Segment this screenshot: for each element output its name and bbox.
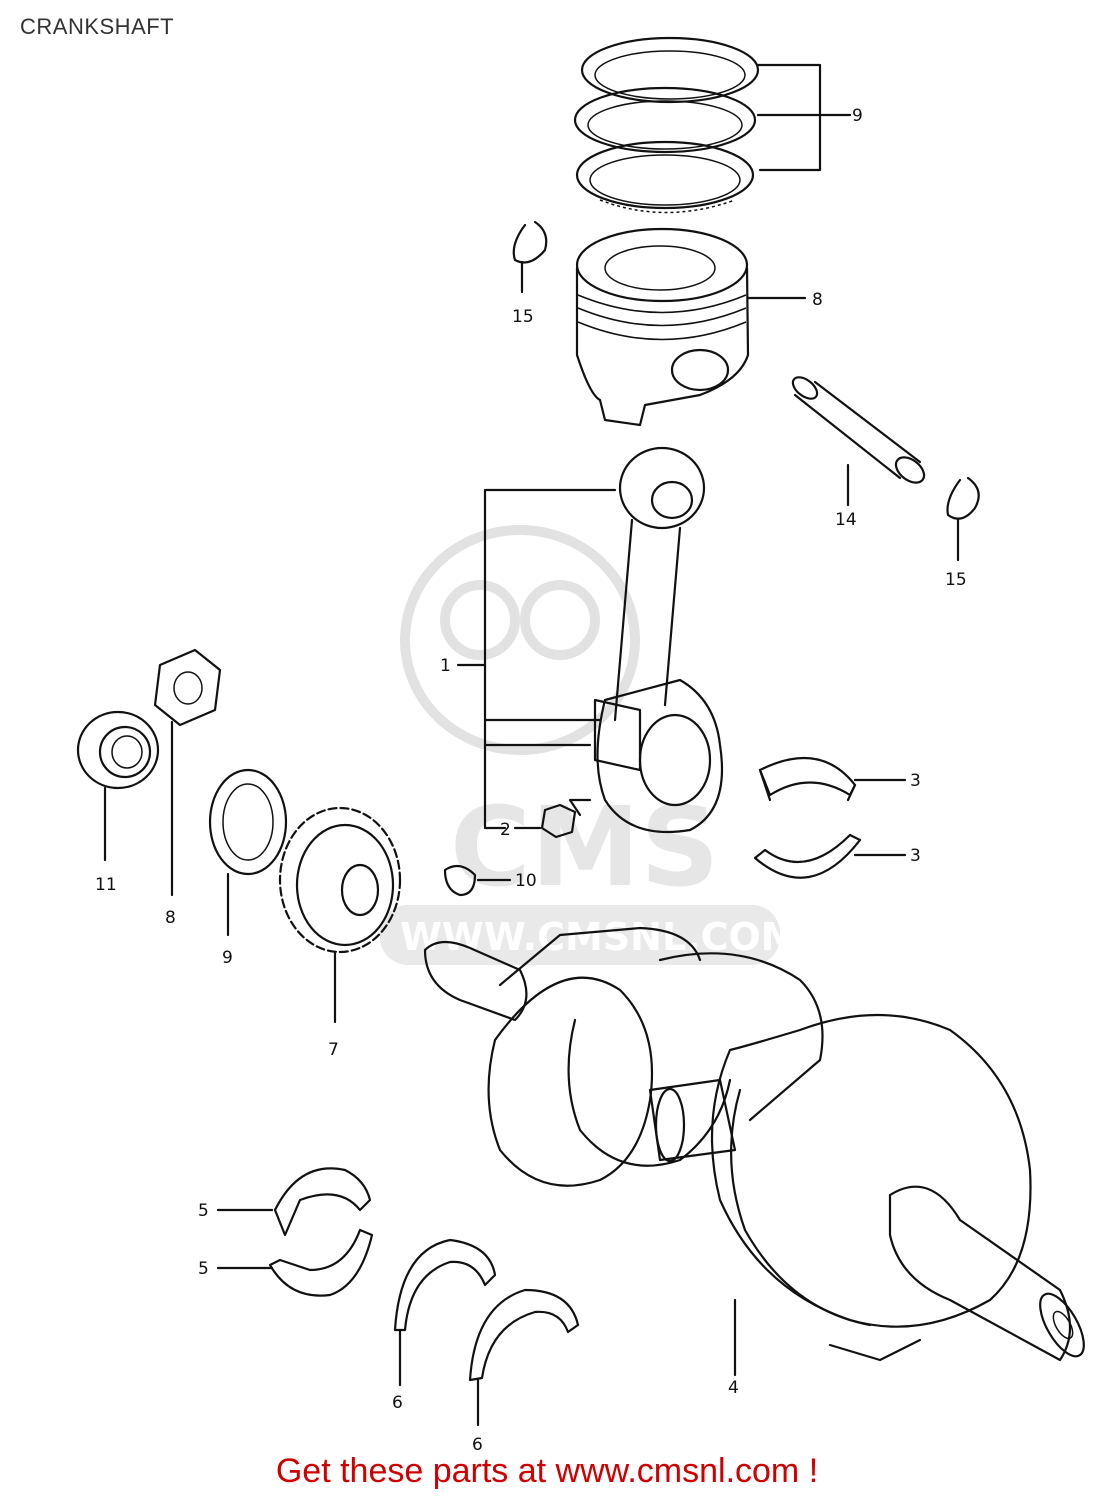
callout-14: 14 [835, 510, 857, 530]
callout-13: 9 [852, 106, 863, 126]
callout-15-right: 15 [945, 570, 967, 590]
watermark: CMS WWW.CMSNL.COM [380, 525, 799, 965]
thrust-washer-right [468, 1288, 580, 1382]
piston-rings [573, 36, 760, 214]
rod-nut [540, 803, 577, 839]
main-bearing-upper [273, 1167, 372, 1237]
callout-11: 11 [95, 875, 117, 895]
callout-3-upper: 3 [910, 771, 921, 791]
callout-3-lower: 3 [910, 846, 921, 866]
callout-9: 9 [222, 948, 233, 968]
callout-10: 10 [515, 871, 537, 891]
crank-nut [153, 648, 222, 727]
primary-drive-gear [278, 806, 402, 954]
circlip-right [946, 476, 980, 520]
callout-12: 8 [812, 290, 823, 310]
watermark-url-text: WWW.CMSNL.COM [400, 915, 799, 959]
piston [575, 227, 750, 427]
watermark-logo-text: CMS [450, 783, 719, 911]
callout-15-top: 15 [512, 307, 534, 327]
crankshaft [423, 926, 1085, 1362]
callout-1: 1 [440, 656, 451, 676]
thrust-washer-left [393, 1238, 497, 1332]
connecting-rod [593, 446, 724, 834]
callout-5-upper: 5 [198, 1201, 209, 1221]
main-bearing-lower [268, 1228, 374, 1297]
piston-pin [791, 376, 926, 484]
callout-6-left: 6 [392, 1393, 403, 1413]
callout-7: 7 [328, 1040, 339, 1060]
conrod-bearing-upper [758, 756, 857, 802]
circlip-top [512, 220, 548, 264]
callout-8: 8 [165, 908, 176, 928]
page-title: CRANKSHAFT [20, 14, 175, 39]
footer-link[interactable]: Get these parts at www.cmsnl.com ! [275, 1452, 819, 1490]
woodruff-key [443, 864, 477, 897]
conrod-bearing-lower [753, 833, 862, 879]
oil-seal [76, 710, 160, 790]
callout-4: 4 [728, 1378, 739, 1398]
callout-2: 2 [500, 820, 511, 840]
callout-6-right: 6 [472, 1435, 483, 1455]
callout-5-lower: 5 [198, 1259, 209, 1279]
washer [208, 768, 288, 876]
